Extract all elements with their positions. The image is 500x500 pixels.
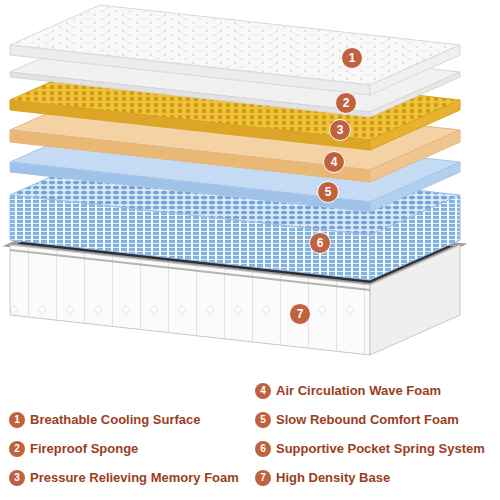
list-number: 6 xyxy=(255,441,271,457)
callout-number: 4 xyxy=(323,151,345,173)
layer-name: Supportive Pocket Spring System xyxy=(276,441,485,457)
callout-number: 7 xyxy=(289,303,311,325)
springs-front xyxy=(10,195,370,280)
layer-name: Pressure Relieving Memory Foam xyxy=(30,470,239,486)
layer-name: Air Circulation Wave Foam xyxy=(276,383,441,399)
list-number: 2 xyxy=(9,441,25,457)
springs-side xyxy=(370,195,460,280)
list-number: 4 xyxy=(255,383,271,399)
list-number: 1 xyxy=(9,412,25,428)
callout-number: 1 xyxy=(341,47,363,69)
callout-number: 6 xyxy=(309,232,331,254)
cooling-surface xyxy=(10,5,460,95)
list-number: 3 xyxy=(9,470,25,486)
surface-side xyxy=(370,45,460,95)
surface-front xyxy=(10,45,370,95)
layer-name: Fireproof Sponge xyxy=(30,441,138,457)
list-number: 5 xyxy=(255,412,271,428)
callout-number: 2 xyxy=(335,92,357,114)
layer-name: Slow Rebound Comfort Foam xyxy=(276,412,459,428)
layer-name: High Density Base xyxy=(276,470,390,486)
list-number: 7 xyxy=(255,470,271,486)
callout-number: 5 xyxy=(317,181,339,203)
layer-name: Breathable Cooling Surface xyxy=(30,412,200,428)
callout-number: 3 xyxy=(329,119,351,141)
